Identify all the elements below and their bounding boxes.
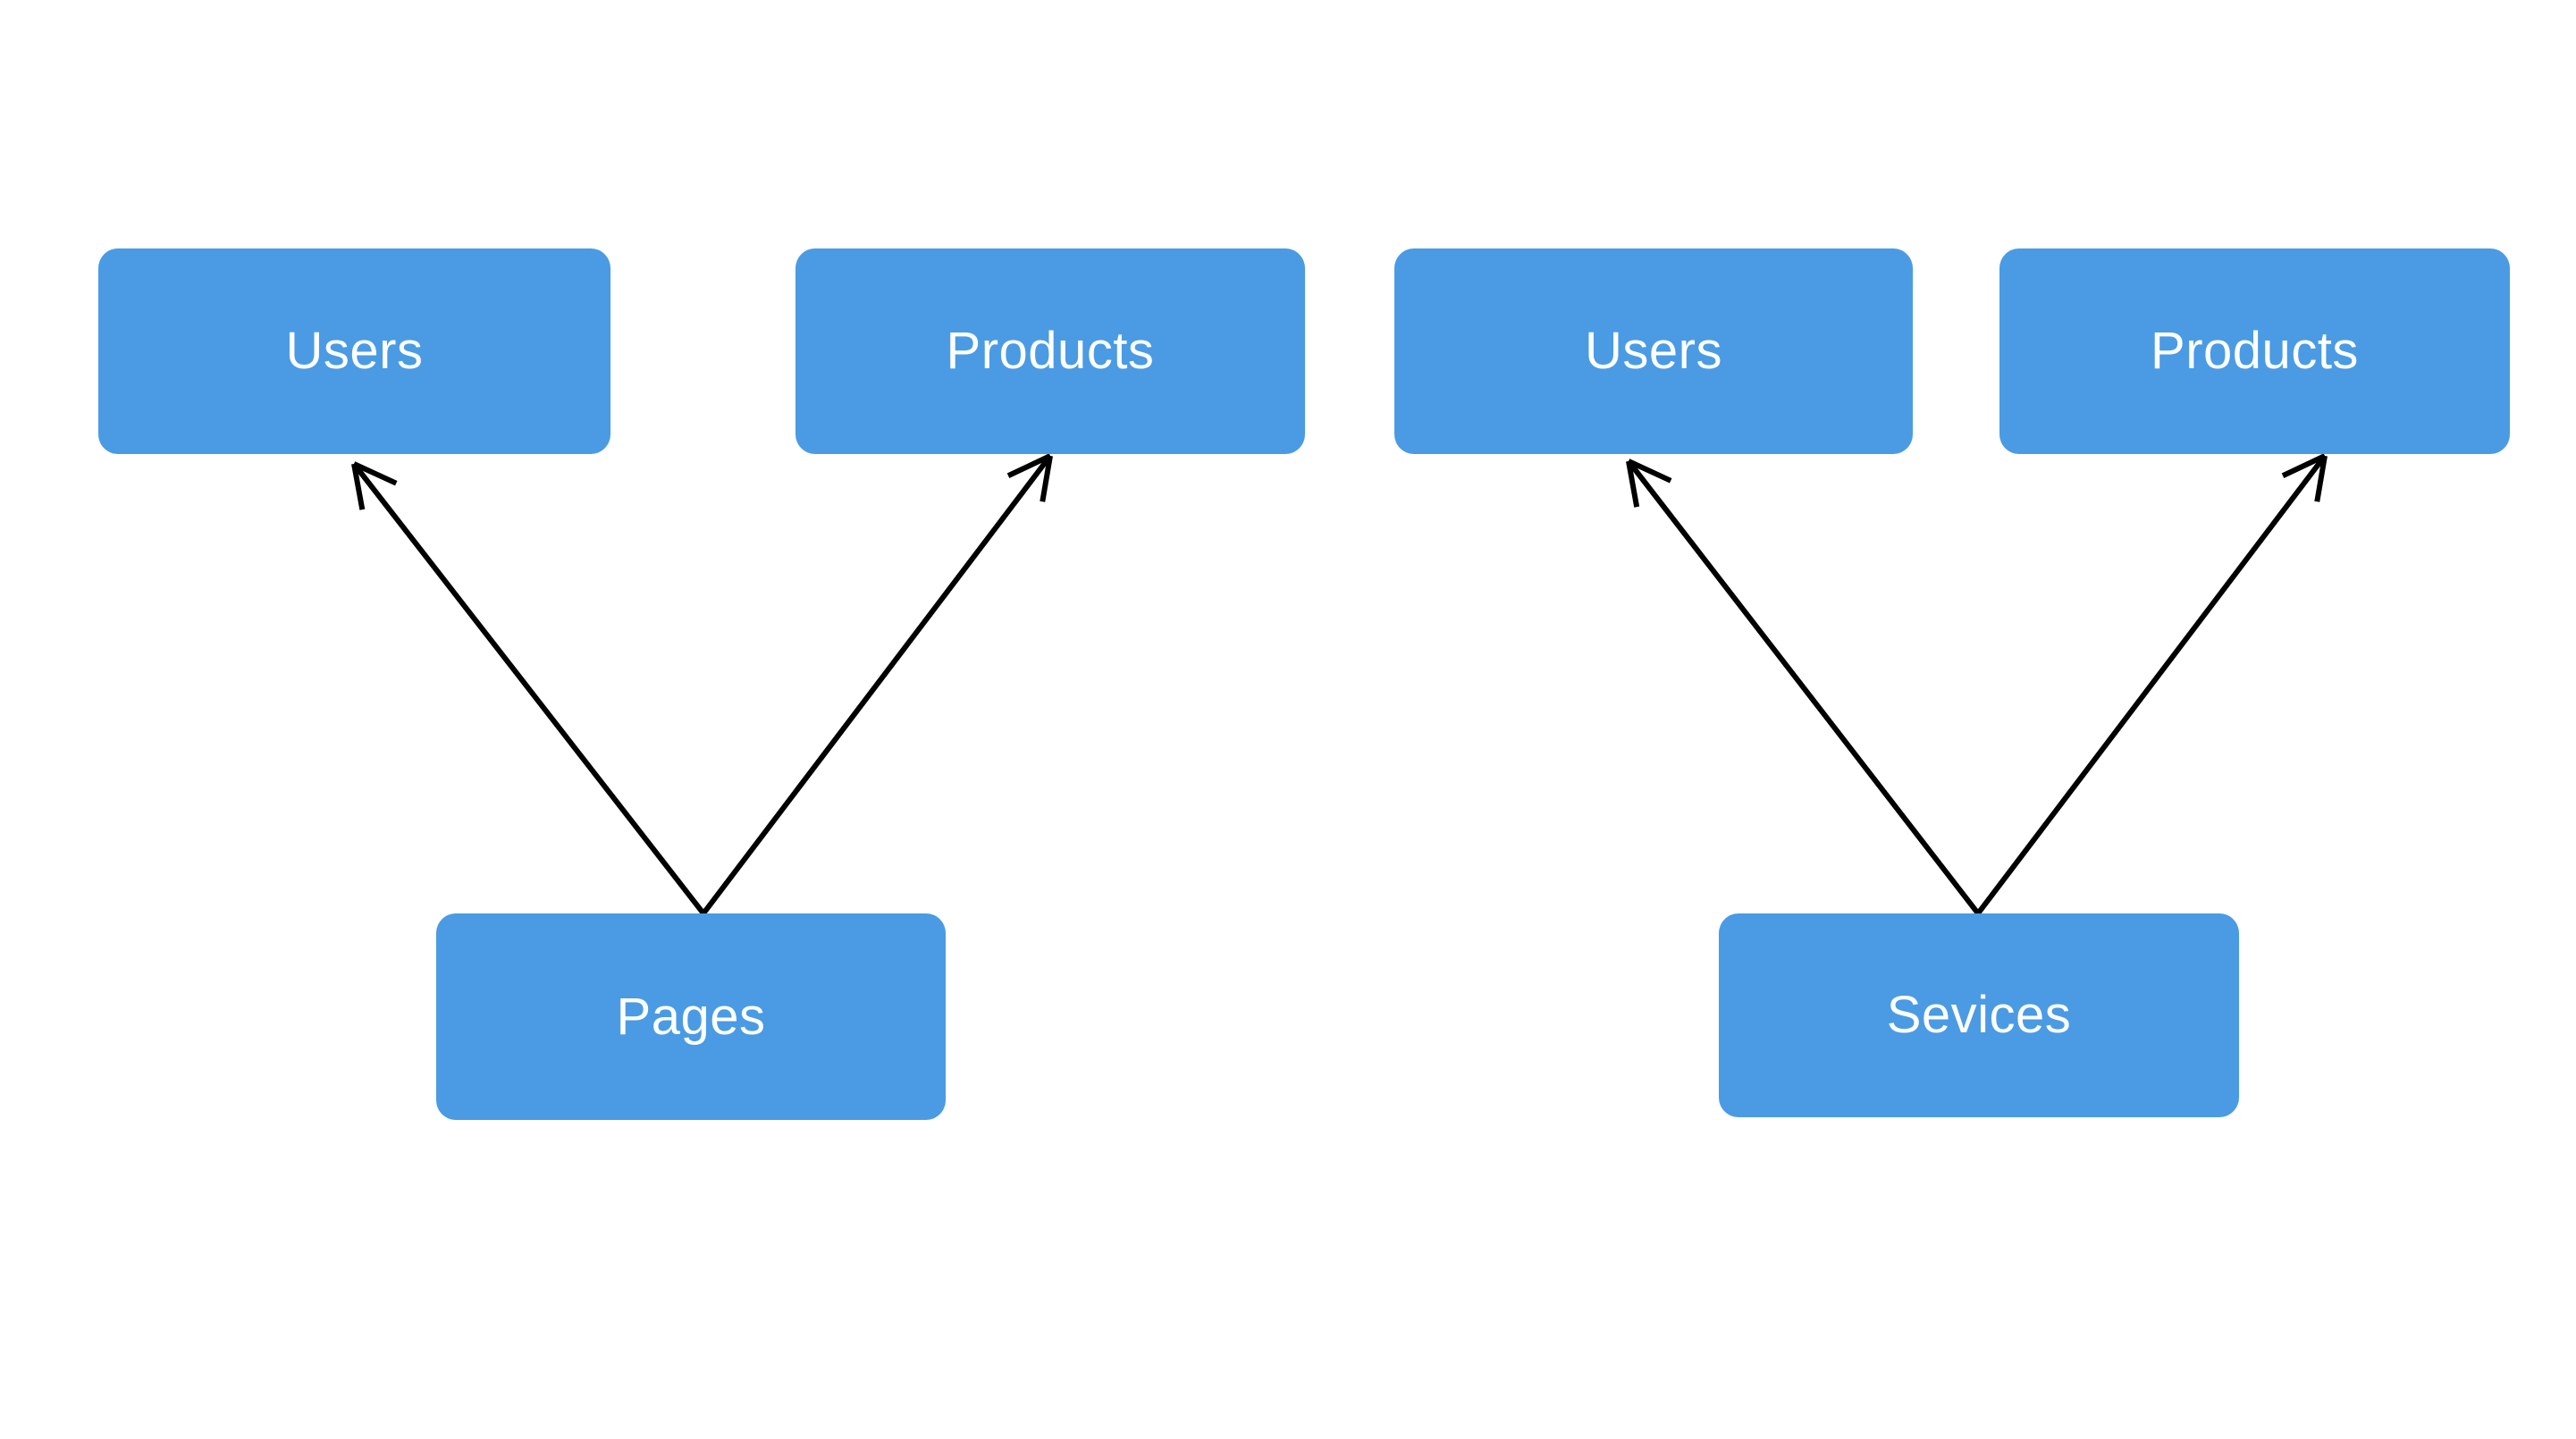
arrowhead-barb-0: [2281, 453, 2327, 478]
arrowhead-barb-1: [2314, 455, 2328, 502]
edge-line: [701, 454, 1053, 915]
arrowhead-barb-1: [352, 461, 398, 486]
edge-pages-to-users-left: [351, 461, 706, 915]
edge-sevices-to-products-right: [1975, 453, 2328, 915]
node-products-left[interactable]: Products: [796, 248, 1305, 454]
edge-pages-to-products-left: [701, 453, 1053, 915]
arrowhead-barb-0: [1006, 453, 1052, 478]
node-label: Pages: [616, 987, 766, 1046]
edge-sevices-to-users-right: [1626, 459, 1981, 915]
node-users-left[interactable]: Users: [98, 248, 610, 454]
arrowhead-barb-0: [1626, 460, 1640, 508]
node-sevices[interactable]: Sevices: [1719, 913, 2239, 1117]
arrowhead-barb-0: [351, 463, 366, 510]
node-label: Users: [1585, 322, 1722, 380]
edge-line: [1626, 459, 1981, 915]
node-label: Products: [2151, 322, 2359, 380]
node-pages[interactable]: Pages: [436, 913, 946, 1120]
node-label: Products: [946, 322, 1155, 380]
arrowhead-barb-1: [1040, 455, 1053, 502]
edge-line: [1975, 454, 2328, 915]
node-label: Sevices: [1886, 986, 2072, 1044]
node-label: Users: [285, 322, 424, 380]
node-users-right[interactable]: Users: [1394, 248, 1913, 454]
arrowhead-barb-1: [1627, 459, 1672, 484]
edge-line: [351, 462, 706, 915]
node-products-right[interactable]: Products: [1999, 248, 2510, 454]
